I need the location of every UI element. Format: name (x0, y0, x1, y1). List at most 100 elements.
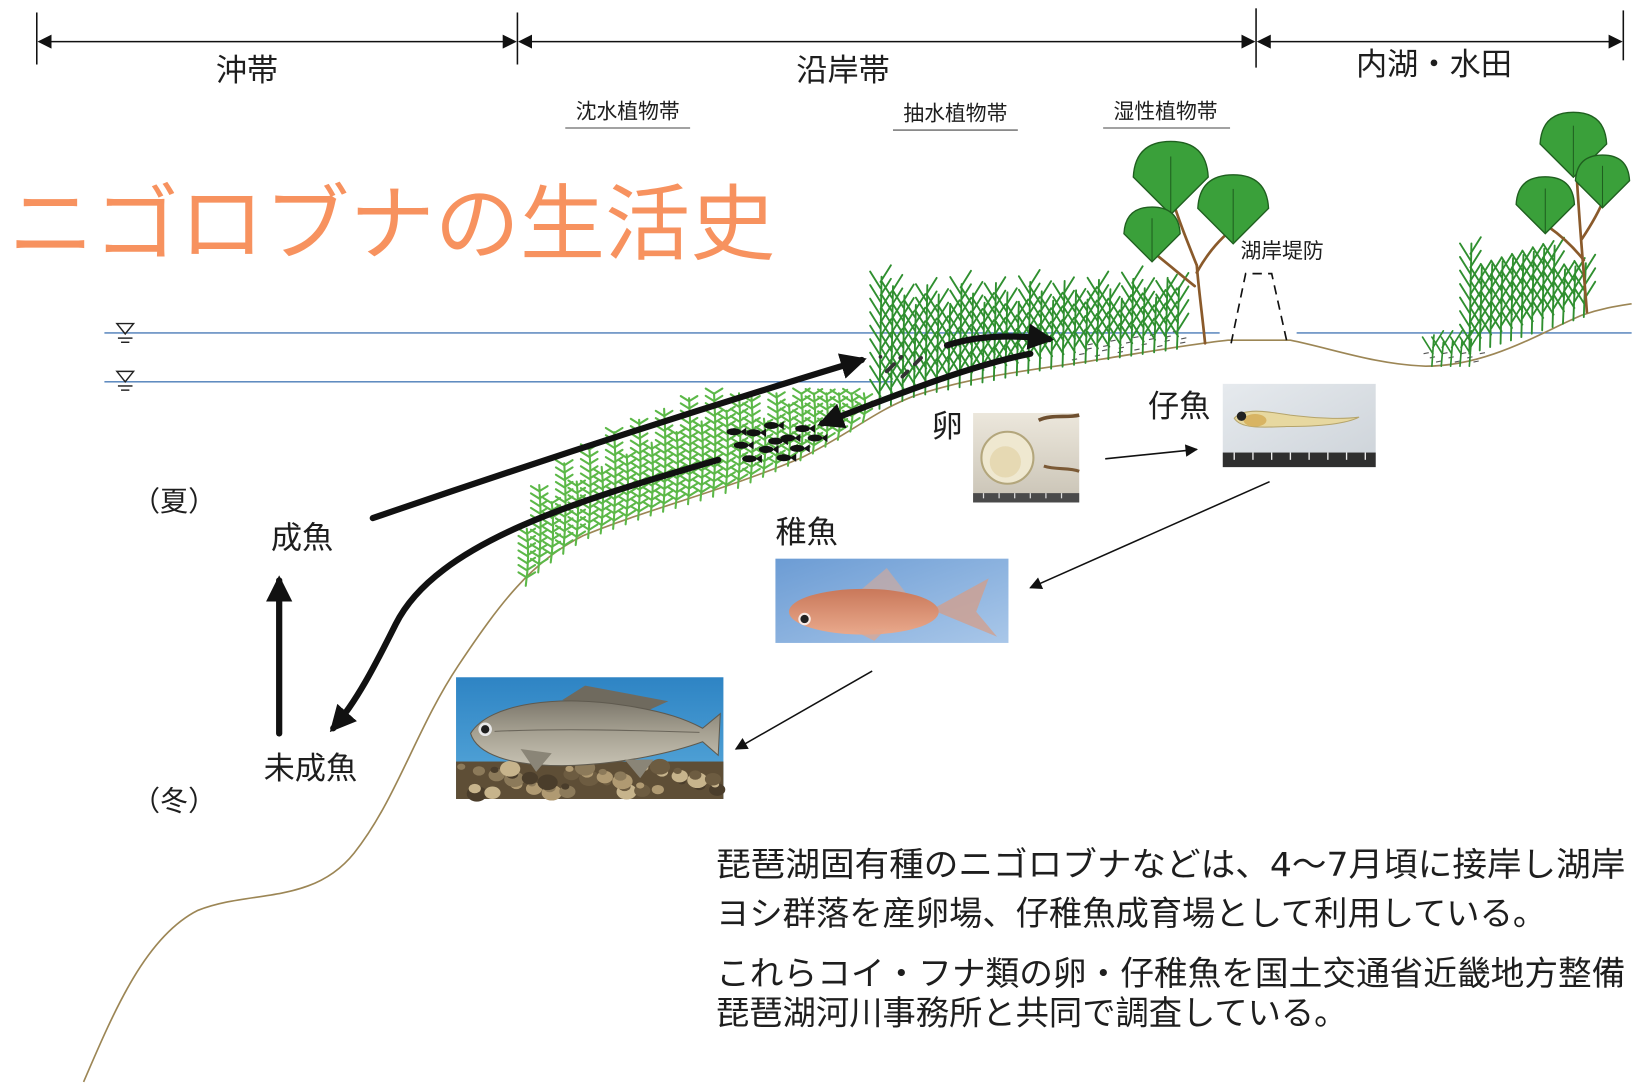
sediment-mark (1087, 343, 1093, 346)
small-fish (763, 421, 784, 430)
small-fish (742, 454, 762, 463)
subzone-label-submerged: 沈水植物帯 (576, 100, 680, 124)
tree-leaf (1197, 174, 1270, 245)
water-surface-lines (104, 332, 1632, 383)
development-arrows (734, 444, 1270, 750)
larva-to-juvenile-arrow (1029, 480, 1270, 589)
immature-label: 未成魚 (264, 751, 358, 787)
reed-stalk (892, 283, 915, 402)
subzone-label-wetland: 湿性植物帯 (1114, 100, 1218, 124)
pebble (537, 774, 558, 791)
reed-stalk (1155, 273, 1178, 352)
pebble (704, 772, 722, 786)
summer-label: （夏） (132, 485, 216, 518)
reed-stalk (1490, 253, 1513, 345)
egg-photo (973, 413, 1080, 503)
sediment-mark (1110, 339, 1116, 342)
sediment-mark (1423, 352, 1429, 355)
sediment-mark (1125, 341, 1132, 344)
reed-bed (869, 264, 1190, 410)
submerged-plant-bed (517, 387, 874, 587)
tree-leaf (1123, 206, 1181, 263)
reed-stalk (914, 276, 938, 396)
subzone-label-emergent: 抽水植物帯 (903, 102, 1007, 126)
juvenile-fish-school (726, 421, 828, 463)
egg-to-larva-arrow (1105, 444, 1199, 460)
return-arrow (817, 350, 1034, 429)
wetland-tree (1123, 140, 1270, 345)
submerged-plant (529, 483, 549, 574)
sediment-mark (1460, 352, 1467, 355)
pebble (490, 766, 499, 773)
submerged-plant (604, 426, 624, 530)
egg-dot (898, 356, 903, 360)
sediment-mark (1134, 348, 1140, 351)
pebble (651, 784, 664, 795)
reed-stalk (1052, 276, 1075, 368)
pebble (636, 782, 645, 789)
sediment-mark (1079, 352, 1085, 356)
small-fish (726, 427, 747, 436)
sediment-mark (1454, 360, 1461, 363)
pebble (598, 768, 607, 776)
sediment-mark (1133, 336, 1139, 339)
inner-lake-reeds (1421, 329, 1482, 368)
dike-label: 湖岸堤防 (1240, 239, 1323, 263)
reed-stalk (1109, 294, 1133, 359)
tree-leaf (1539, 111, 1608, 179)
sediment-mark (1148, 337, 1155, 341)
sediment-mark (1157, 345, 1163, 348)
pebble (484, 786, 501, 799)
reed-stalk (1075, 286, 1098, 364)
pebble (565, 765, 574, 772)
reed-stalk (1431, 329, 1454, 368)
spawning-migration-arrow (369, 353, 867, 522)
description-text: 琵琶湖固有種のニゴロブナなどは、4～7月頃に接岸し湖岸 ヨシ群落を産卵場、仔稚魚… (716, 845, 1625, 1033)
small-fish (776, 453, 797, 462)
egg-dot (900, 374, 905, 379)
reed-stalk (1132, 277, 1156, 355)
offshore-descent-arrow (329, 456, 722, 733)
description-line: ヨシ群落を産卵場、仔稚魚成育場として利用している。 (716, 894, 1546, 933)
small-fish (768, 436, 788, 446)
tree-leaf (1515, 176, 1576, 235)
sediment-mark (1101, 349, 1108, 352)
water-level-icon (115, 322, 136, 344)
juvenile-label: 稚魚 (775, 515, 837, 551)
page-title: ニゴロブナの生活史 (9, 176, 776, 273)
pebble (499, 761, 521, 777)
description-line: 琵琶湖河川事務所と共同で調査している。 (716, 994, 1347, 1033)
reed-stalk (972, 292, 995, 384)
small-fish (789, 444, 810, 453)
reed-stalk (1143, 288, 1167, 354)
adult-label: 成魚 (271, 520, 333, 556)
zone-label-inner-lake: 内湖・水田 (1356, 47, 1512, 83)
pebble (468, 783, 481, 794)
wetland-tree (1515, 111, 1631, 314)
egg-dot (878, 354, 883, 359)
pebble (457, 763, 466, 770)
reed-stalk (1166, 271, 1190, 350)
reed-stalk (1040, 291, 1064, 370)
reed-stalk (869, 264, 892, 410)
sediment-mark (1103, 344, 1109, 347)
pebble (689, 770, 702, 780)
description-line: 琵琶湖固有種のニゴロブナなどは、4～7月頃に接岸し湖岸 (716, 845, 1625, 884)
egg-dot (884, 369, 889, 374)
egg-dot (912, 362, 917, 366)
water-level-icon (115, 370, 136, 391)
small-fish (746, 428, 767, 437)
submerged-plant (517, 527, 537, 587)
immature-fish-photo (456, 677, 726, 802)
gravel (457, 758, 726, 802)
reed-stalk (1440, 329, 1463, 368)
sediment-mark (1181, 337, 1187, 340)
submerged-plant (592, 465, 612, 535)
tree-leaf (1574, 154, 1631, 209)
migration-arrows (266, 323, 1055, 737)
reed-stalk (1120, 265, 1144, 357)
zone-label-offshore: 沖帯 (216, 53, 278, 89)
description-line: これらコイ・フナ類の卵・仔稚魚を国土交通省近畿地方整備 (716, 954, 1625, 993)
pebble (649, 758, 671, 775)
